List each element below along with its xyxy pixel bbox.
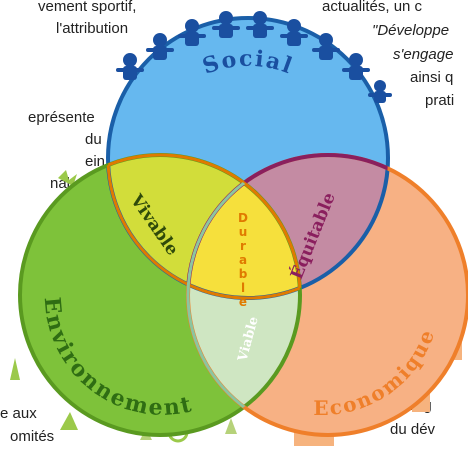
durable-letter: r <box>240 239 246 253</box>
text-fragment: l'attribution <box>56 20 129 37</box>
text-fragment: omités <box>10 428 55 445</box>
text-fragment: "Développe <box>372 22 450 39</box>
text-fragment: ein <box>85 153 106 170</box>
durable-letter: u <box>239 225 248 239</box>
text-fragment: prati <box>425 92 455 109</box>
text-fragment: s'engage <box>393 46 454 63</box>
text-fragment: e aux <box>0 405 37 422</box>
text-fragment: du <box>85 131 102 148</box>
durable-letter: D <box>238 211 248 225</box>
text-fragment: actualités, un c <box>322 0 423 15</box>
text-fragment: ainsi q <box>410 69 454 86</box>
people-icons <box>116 11 392 103</box>
durable-label: D u r a b l e <box>238 211 248 309</box>
durable-letter: a <box>239 253 247 267</box>
text-fragment: vement sportif, <box>38 0 137 15</box>
durable-letter: e <box>239 295 247 309</box>
text-fragment: du dév <box>390 421 436 438</box>
text-fragment: eprésente <box>28 109 95 126</box>
durable-letter: l <box>241 281 245 295</box>
durable-letter: b <box>239 267 248 281</box>
durable-region <box>188 155 300 298</box>
